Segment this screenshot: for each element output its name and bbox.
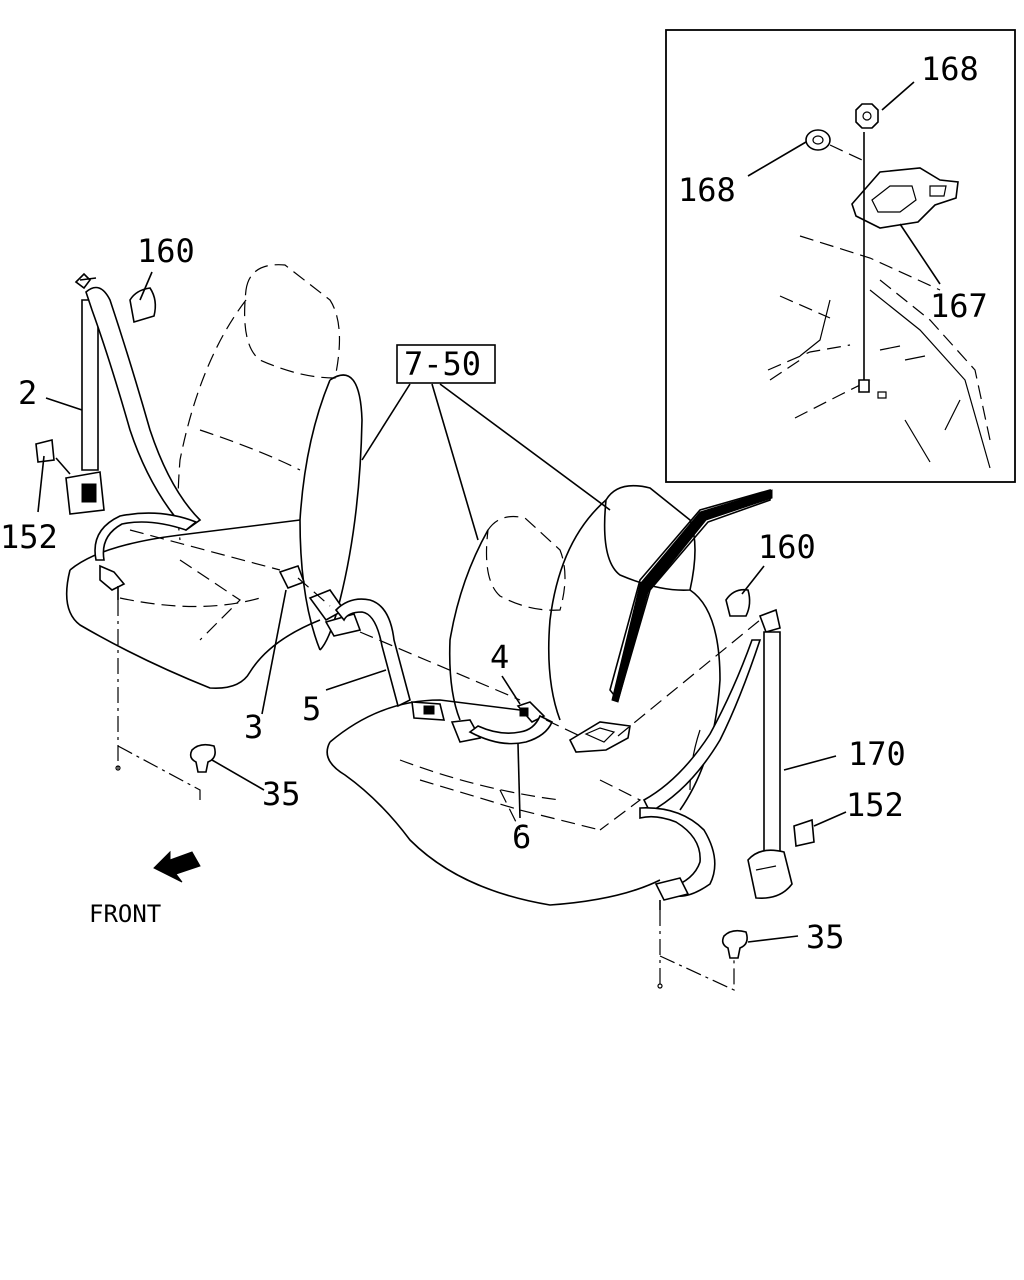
rear-anchor-bracket xyxy=(568,488,773,753)
cover-160-left xyxy=(129,287,157,324)
label-2: 2 xyxy=(18,374,37,412)
label-35-right: 35 xyxy=(806,918,845,956)
cover-160-right xyxy=(725,588,751,617)
belt-assembly-170 xyxy=(639,608,793,910)
bolt-35-right xyxy=(721,929,748,959)
callout-7-50: 7-50 xyxy=(396,344,496,384)
inset-bracket-167 xyxy=(851,167,959,229)
front-direction-indicator: FRONT xyxy=(89,850,201,928)
belt-assembly-2 xyxy=(65,272,202,600)
belt-4 xyxy=(516,701,546,723)
label-168-left: 168 xyxy=(678,171,736,209)
bracket-152-left xyxy=(35,438,55,463)
label-160-left: 160 xyxy=(137,232,195,270)
bracket-152-right xyxy=(793,818,815,847)
label-5: 5 xyxy=(302,690,321,728)
label-167: 167 xyxy=(930,287,988,325)
label-7-50: 7-50 xyxy=(404,345,481,383)
label-35-left: 35 xyxy=(262,775,301,813)
rear-seat xyxy=(326,484,721,906)
label-152-left: 152 xyxy=(0,518,58,556)
inset-frame xyxy=(665,29,1016,483)
label-3: 3 xyxy=(244,708,263,746)
inset-detail: 168 168 167 xyxy=(665,29,1016,483)
label-6: 6 xyxy=(512,818,531,856)
washer-168-left xyxy=(805,129,831,151)
belt-5 xyxy=(334,598,446,721)
front-arrow-icon xyxy=(153,850,201,883)
front-label: FRONT xyxy=(89,900,161,928)
bolt-35-left xyxy=(189,743,216,773)
label-4: 4 xyxy=(490,638,509,676)
label-168-top: 168 xyxy=(921,50,979,88)
label-170: 170 xyxy=(848,735,906,773)
nut-168-top xyxy=(855,103,879,129)
label-152-right: 152 xyxy=(846,786,904,824)
belt-6 xyxy=(450,714,554,745)
label-160-right: 160 xyxy=(758,528,816,566)
